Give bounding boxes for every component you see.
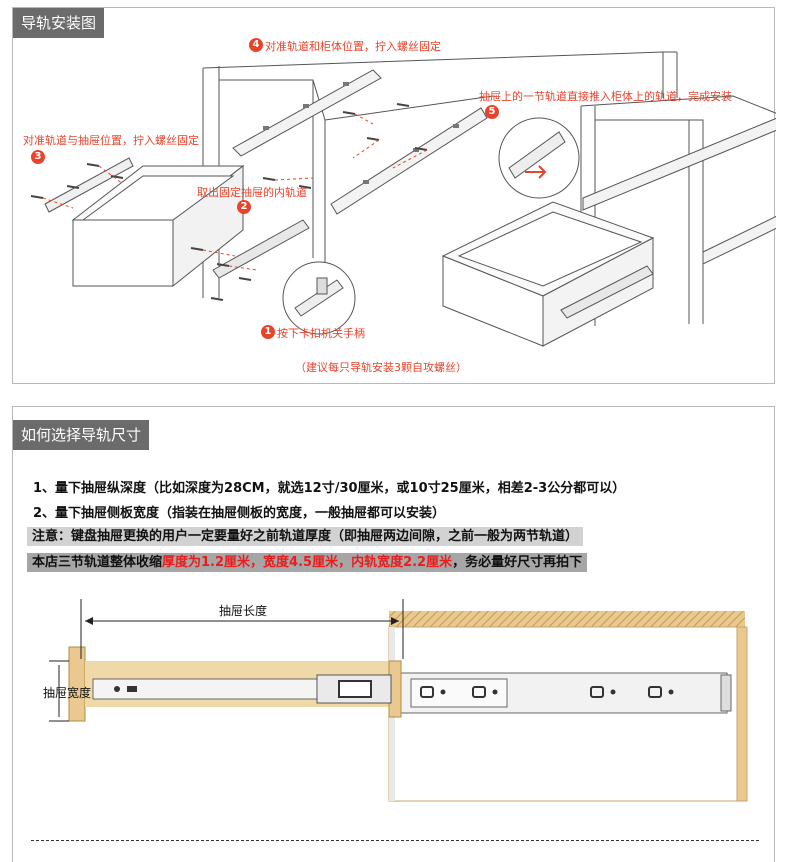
step-3-badge: 3: [31, 150, 45, 164]
step-1-text: 按下卡扣机关手柄: [277, 327, 365, 340]
spec-red: 厚度为1.2厘米，宽度4.5厘米，内轨宽度2.2厘米: [162, 555, 453, 570]
step-2-text: 取出固定抽屉的内轨道: [197, 186, 307, 199]
size-section-title: 如何选择导轨尺寸: [13, 420, 150, 450]
size-instruction-1: 1、量下抽屉纵深度（比如深度为28CM，就选12寸/30厘米，或10寸25厘米，…: [33, 481, 626, 496]
step-1-badge: 1: [261, 325, 275, 339]
install-panel: 导轨安装图: [12, 7, 776, 384]
size-panel: 如何选择导轨尺寸 1、量下抽屉纵深度（比如深度为28CM，就选12寸/30厘米，…: [12, 406, 775, 862]
drawer-width-label: 抽屉宽度: [43, 686, 92, 700]
install-footnote: （建议每只导轨安装3颗自攻螺丝）: [295, 361, 467, 374]
drawer-length-label: 抽屉长度: [219, 604, 268, 618]
install-illustration: [30, 51, 776, 347]
install-section-title: 导轨安装图: [13, 8, 105, 38]
dashed-divider: [31, 840, 759, 841]
step-4-text: 对准轨道和柜体位置，拧入螺丝固定: [265, 40, 441, 53]
step-5-badge: 5: [485, 105, 499, 119]
size-instruction-2: 2、量下抽屉侧板宽度（指装在抽屉侧板的宽度，一般抽屉都可以安装）: [33, 506, 446, 521]
spec-suffix: ，务必量好尺寸再拍下: [452, 555, 583, 570]
size-spec-highlight: 本店三节轨道整体收缩厚度为1.2厘米，宽度4.5厘米，内轨宽度2.2厘米，务必量…: [27, 553, 588, 572]
step-5-text: 抽屉上的一节轨道直接推入柜体上的轨道，完成安装: [479, 90, 732, 103]
step-2-badge: 2: [237, 200, 251, 214]
size-note-highlight: 注意：键盘抽屉更换的用户一定要量好之前轨道厚度（即抽屉两边间隙，之前一般为两节轨…: [27, 527, 584, 546]
step-4-badge: 4: [249, 38, 263, 52]
rail-size-diagram: [49, 599, 748, 802]
spec-prefix: 本店三节轨道整体收缩: [32, 555, 163, 570]
step-3-text: 对准轨道与抽屉位置，拧入螺丝固定: [23, 134, 199, 147]
